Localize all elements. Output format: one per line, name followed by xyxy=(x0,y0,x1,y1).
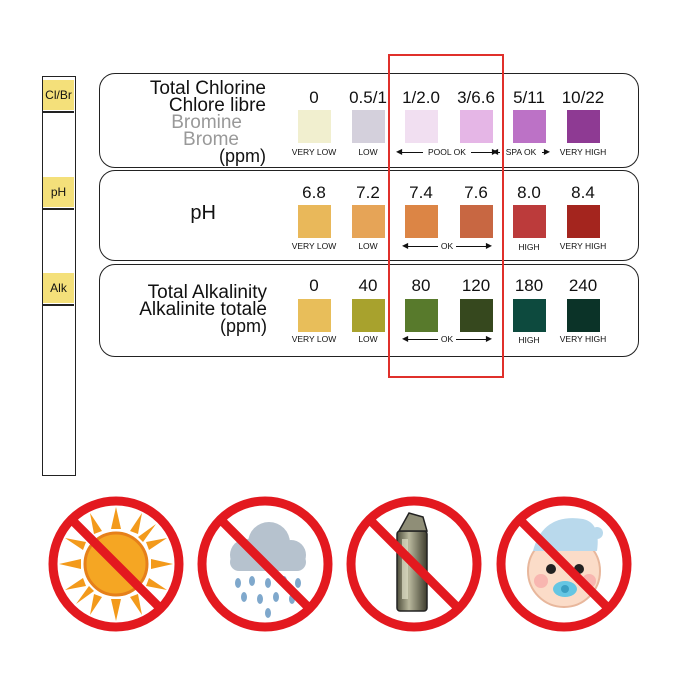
ok-range-highlight xyxy=(388,54,504,378)
chlorine-value: 3/6.6 xyxy=(457,88,495,107)
ph-label-very-low: VERY LOW xyxy=(291,241,337,251)
no-rain-icon xyxy=(197,496,333,632)
test-strip: Cl/Br pH Alk xyxy=(42,76,76,476)
chlorine-name-en: Total Chlorine xyxy=(149,78,266,99)
chlorine-pool-ok-range-label: POOL OK xyxy=(428,147,466,157)
ph-swatch xyxy=(405,205,438,238)
no-children-icon xyxy=(496,496,632,632)
alk-label-very-high: VERY HIGH xyxy=(559,334,607,344)
bromine-name-en: Bromine xyxy=(171,112,242,133)
chlorine-spa-ok-range-label: SPA OK xyxy=(505,147,537,157)
alk-value: 240 xyxy=(568,276,598,295)
chlorine-pool-ok-range: ◀▶POOL OK xyxy=(396,147,498,157)
alk-ok-range-label: OK xyxy=(440,334,454,344)
chlorine-title: Total Chlorine Chlore libre Bromine Brom… xyxy=(120,78,266,166)
ph-swatch xyxy=(298,205,331,238)
chlorine-swatch xyxy=(460,110,493,143)
alkalinity-title: Total Alkalinity Alkalinite totale (ppm) xyxy=(110,282,267,336)
ph-label-very-high: VERY HIGH xyxy=(559,241,607,251)
chlorine-swatch xyxy=(405,110,438,143)
alkalinity-unit: (ppm) xyxy=(219,316,267,336)
ph-value: 7.6 xyxy=(464,183,488,202)
ph-swatch xyxy=(460,205,493,238)
chlorine-label-very-low: VERY LOW xyxy=(291,147,337,157)
chlorine-spa-ok-range: ◀▶SPA OK xyxy=(492,147,550,157)
strip-divider xyxy=(43,304,74,306)
ph-ok-range-label: OK xyxy=(440,241,454,251)
alk-swatch xyxy=(352,299,385,332)
alk-swatch xyxy=(567,299,600,332)
strip-divider xyxy=(43,111,74,113)
chlorine-value: 10/22 xyxy=(561,88,605,107)
ph-ok-range: ◀▶OK xyxy=(402,241,492,251)
alk-value: 120 xyxy=(461,276,491,295)
chlorine-value: 5/11 xyxy=(513,88,545,107)
chlorine-value: 1/2.0 xyxy=(402,88,440,107)
bromine-name-fr: Brome xyxy=(183,129,239,150)
alk-ok-range: ◀▶OK xyxy=(402,334,492,344)
strip-pad-ph: pH xyxy=(43,177,74,207)
chlorine-value: 0.5/1 xyxy=(349,88,387,107)
alk-swatch xyxy=(298,299,331,332)
chlorine-swatch xyxy=(352,110,385,143)
chlorine-swatch xyxy=(513,110,546,143)
alk-swatch xyxy=(460,299,493,332)
alk-value: 180 xyxy=(514,276,544,295)
chlorine-swatch xyxy=(298,110,331,143)
strip-pad-alkalinity: Alk xyxy=(43,273,74,303)
chlorine-unit: (ppm) xyxy=(218,146,266,166)
chlorine-label-very-high: VERY HIGH xyxy=(559,147,607,157)
chlorine-name-fr: Chlore libre xyxy=(168,95,266,116)
alk-value: 80 xyxy=(411,276,431,295)
alk-value: 0 xyxy=(309,276,319,295)
ph-value: 8.4 xyxy=(571,183,595,202)
alkalinity-name-en: Total Alkalinity xyxy=(147,282,267,303)
alk-label-very-low: VERY LOW xyxy=(291,334,337,344)
ph-title: pH xyxy=(190,202,216,224)
alk-swatch xyxy=(513,299,546,332)
alkalinity-name-fr: Alkalinite totale xyxy=(139,299,267,320)
ph-label-high: HIGH xyxy=(518,242,540,252)
alk-value: 40 xyxy=(358,276,378,295)
ph-value: 7.2 xyxy=(356,183,380,202)
ph-swatch xyxy=(352,205,385,238)
chlorine-swatch xyxy=(567,110,600,143)
alk-label-high: HIGH xyxy=(518,335,540,345)
ph-value: 6.8 xyxy=(302,183,326,202)
no-sun-icon xyxy=(48,496,184,632)
strip-pad-chlorine: Cl/Br xyxy=(43,80,74,110)
alk-label-low: LOW xyxy=(358,334,378,344)
ph-label-low: LOW xyxy=(358,241,378,251)
ph-swatch xyxy=(567,205,600,238)
ph-value: 7.4 xyxy=(409,183,433,202)
ph-swatch xyxy=(513,205,546,238)
chlorine-value: 0 xyxy=(309,88,319,107)
strip-divider xyxy=(43,208,74,210)
alk-swatch xyxy=(405,299,438,332)
chlorine-label-low: LOW xyxy=(358,147,378,157)
ph-value: 8.0 xyxy=(517,183,541,202)
no-metal-container-icon xyxy=(346,496,482,632)
